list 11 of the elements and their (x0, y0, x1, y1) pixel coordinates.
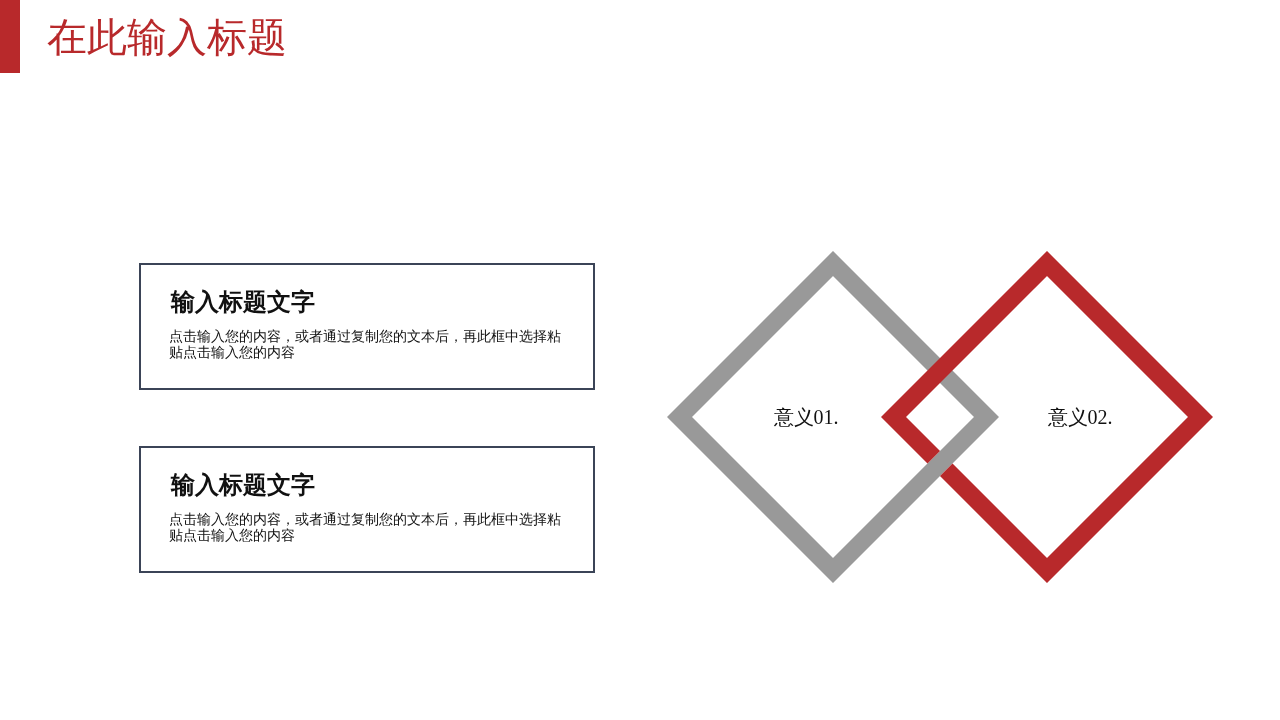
text-card (139, 263, 595, 390)
diamond-label: 意义02. (1047, 405, 1113, 430)
diamond-frame (881, 251, 1213, 583)
diamond-frame (667, 251, 999, 583)
slide-title: 在此输入标题 (47, 14, 287, 62)
card-heading: 输入标题文字 (171, 288, 315, 317)
text-card (139, 446, 595, 573)
card-heading: 输入标题文字 (171, 471, 315, 500)
card-body-text: 点击输入您的内容，或者通过复制您的文本后，再此框中选择粘贴点击输入您的内容 (169, 328, 562, 360)
diamond-label: 意义01. (773, 405, 839, 430)
card-body-text: 点击输入您的内容，或者通过复制您的文本后，再此框中选择粘贴点击输入您的内容 (169, 511, 562, 543)
